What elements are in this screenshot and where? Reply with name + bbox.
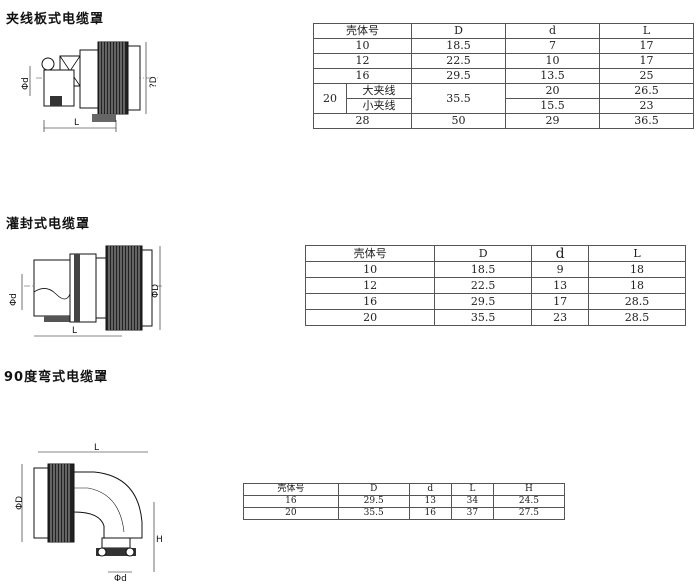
table-cell: 10 (304, 261, 436, 278)
section-title-potted-type: 灌封式电缆罩 (6, 217, 91, 232)
table-row: 12 22.5 10 17 (313, 53, 694, 69)
table-cell: 29.5 (337, 495, 410, 508)
dim-label-d: Φd (9, 293, 19, 306)
table-cell: 20 (304, 309, 436, 326)
table-cell: 17 (599, 38, 694, 54)
table-cell: 17 (599, 53, 694, 69)
table-cell: 25 (599, 68, 694, 84)
dim-label-d: Φd (21, 77, 31, 90)
table-cell: 16 (313, 68, 412, 84)
header-cell: D (337, 483, 410, 496)
table-cell: 13 (408, 495, 452, 508)
table-cell: 10 (313, 38, 412, 54)
table-cell: 16 (408, 507, 452, 520)
dim-label-D: ΦD (15, 496, 25, 510)
table-row: 10 18.5 9 18 (304, 261, 686, 278)
table-cell: 29.5 (434, 293, 533, 310)
diagram-90deg-type: L ΦD H Φd (8, 442, 178, 584)
section-title-90deg-type: 90度弯式电缆罩 (4, 370, 109, 385)
table-cell: 16 (304, 293, 436, 310)
table-cell: 12 (304, 277, 436, 294)
table-cell: 28 (313, 113, 412, 129)
section-title-clamp-type: 夹线板式电缆罩 (6, 12, 105, 27)
header-cell: L (588, 245, 686, 262)
table-cell: 29 (505, 113, 600, 129)
header-cell: 壳体号 (304, 245, 436, 262)
header-cell: L (599, 23, 694, 39)
table-cell: 22.5 (434, 277, 533, 294)
table-cell: 20 (505, 83, 600, 99)
table-cell: 16 (243, 495, 339, 508)
spec-table-90deg-type: 壳体号 D d L H 16 29.5 13 34 24.5 20 35.5 1… (243, 483, 566, 520)
table-cell: 12 (313, 53, 412, 69)
table-row: 16 29.5 17 28.5 (304, 293, 686, 310)
table-cell: 小夹线 (346, 98, 412, 114)
table-cell: 13 (531, 277, 590, 294)
dim-label-H: H (156, 535, 163, 545)
table-cell: 9 (531, 261, 590, 278)
table-cell: 7 (505, 38, 600, 54)
table-cell: 37 (450, 507, 494, 520)
dim-label-D: ΦD (151, 284, 161, 298)
table-cell: 13.5 (505, 68, 600, 84)
diagram-clamp-type: Φd ?D L (18, 30, 168, 140)
table-cell: 18.5 (411, 38, 506, 54)
dim-label-L: L (72, 326, 77, 336)
table-cell: 20 (313, 83, 347, 114)
table-cell: 35.5 (411, 83, 506, 114)
table-cell: 22.5 (411, 53, 506, 69)
table-cell: 23 (599, 98, 694, 114)
header-cell: d (408, 483, 452, 496)
table-cell: 15.5 (505, 98, 600, 114)
table-row: 20 35.5 23 28.5 (304, 309, 686, 326)
dim-label-L: L (74, 118, 79, 128)
table-row: 16 29.5 13 34 24.5 (243, 495, 566, 508)
table-cell: 18 (588, 261, 686, 278)
table-cell: 10 (505, 53, 600, 69)
header-cell: D (434, 245, 533, 262)
dim-label-L: L (94, 443, 99, 453)
table-cell: 18.5 (434, 261, 533, 278)
table-cell: 28.5 (588, 293, 686, 310)
table-cell: 23 (531, 309, 590, 326)
table-cell: 29.5 (411, 68, 506, 84)
table-cell: 20 (243, 507, 339, 520)
spec-table-potted-type: 壳体号 D d L 10 18.5 9 18 12 22.5 13 18 16 … (304, 245, 686, 326)
table-cell: 35.5 (434, 309, 533, 326)
table-row: 20 大夹线 35.5 20 26.5 (313, 83, 694, 114)
header-cell: L (450, 483, 494, 496)
table-row: 16 29.5 13.5 25 (313, 68, 694, 84)
header-cell: d (531, 245, 590, 262)
table-cell: 17 (531, 293, 590, 310)
table-header-row: 壳体号 D d L (313, 23, 694, 39)
table-cell: 大夹线 (346, 83, 412, 99)
table-row: 28 50 29 36.5 (313, 113, 694, 129)
header-cell: 壳体号 (243, 483, 339, 496)
header-cell: d (505, 23, 600, 39)
header-cell: D (411, 23, 506, 39)
diagram-potted-type: Φd ΦD L (4, 240, 174, 340)
table-cell: 28.5 (588, 309, 686, 326)
table-header-row: 壳体号 D d L H (243, 483, 566, 496)
table-cell: 36.5 (599, 113, 694, 129)
dim-label-d: Φd (114, 574, 127, 584)
header-cell: 壳体号 (313, 23, 412, 39)
table-cell: 18 (588, 277, 686, 294)
table-cell: 34 (450, 495, 494, 508)
table-cell: 35.5 (337, 507, 410, 520)
spec-table-clamp-type: 壳体号 D d L 10 18.5 7 17 12 22.5 10 17 16 … (313, 23, 694, 129)
table-row: 小夹线 15.5 23 (314, 98, 694, 114)
dim-label-D: ?D (149, 76, 159, 88)
table-cell: 27.5 (492, 507, 566, 520)
table-cell: 50 (411, 113, 506, 129)
table-cell: 24.5 (492, 495, 566, 508)
table-row: 12 22.5 13 18 (304, 277, 686, 294)
table-cell: 26.5 (599, 83, 694, 99)
table-row: 10 18.5 7 17 (313, 38, 694, 54)
header-cell: H (492, 483, 566, 496)
table-row: 20 35.5 16 37 27.5 (243, 507, 566, 520)
table-header-row: 壳体号 D d L (304, 245, 686, 262)
